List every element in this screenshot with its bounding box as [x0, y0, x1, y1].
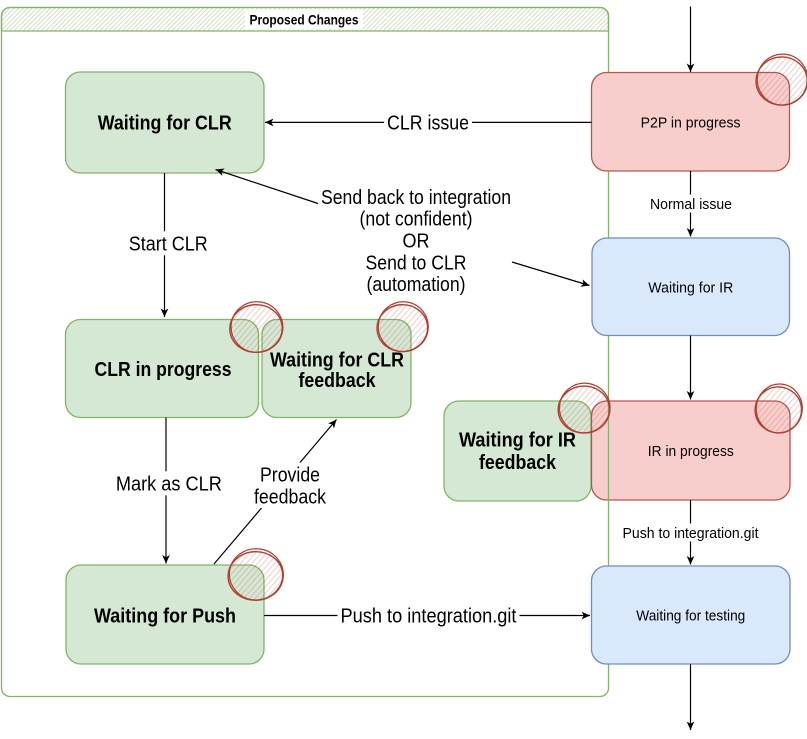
svg-text:Provide: Provide — [260, 465, 320, 487]
svg-text:Mark as CLR: Mark as CLR — [116, 474, 222, 496]
svg-text:Waiting for CLR: Waiting for CLR — [98, 113, 232, 135]
svg-text:CLR issue: CLR issue — [387, 113, 469, 135]
svg-text:feedback: feedback — [254, 486, 327, 508]
svg-text:feedback: feedback — [299, 370, 377, 392]
svg-text:Waiting for testing: Waiting for testing — [636, 607, 745, 624]
svg-text:IR in progress: IR in progress — [648, 443, 734, 460]
svg-text:Waiting for Push: Waiting for Push — [94, 606, 236, 628]
svg-text:Normal issue: Normal issue — [650, 196, 732, 213]
svg-text:Send back to integration: Send back to integration — [321, 187, 511, 209]
svg-text:Proposed Changes: Proposed Changes — [250, 12, 359, 28]
svg-text:Waiting for IR: Waiting for IR — [459, 430, 576, 452]
svg-text:Push to integration.git: Push to integration.git — [341, 606, 517, 628]
svg-text:Push to integration.git: Push to integration.git — [623, 525, 760, 542]
svg-text:CLR in progress: CLR in progress — [95, 359, 232, 381]
svg-text:feedback: feedback — [479, 452, 557, 474]
svg-text:OR: OR — [403, 231, 430, 253]
svg-text:P2P in progress: P2P in progress — [641, 115, 741, 132]
svg-text:Waiting for IR: Waiting for IR — [648, 279, 733, 296]
svg-text:(automation): (automation) — [367, 274, 466, 296]
svg-text:Waiting for CLR: Waiting for CLR — [270, 350, 404, 372]
svg-text:Start CLR: Start CLR — [129, 234, 208, 256]
svg-text:(not confident): (not confident) — [360, 209, 473, 231]
svg-text:Send to CLR: Send to CLR — [366, 252, 467, 274]
